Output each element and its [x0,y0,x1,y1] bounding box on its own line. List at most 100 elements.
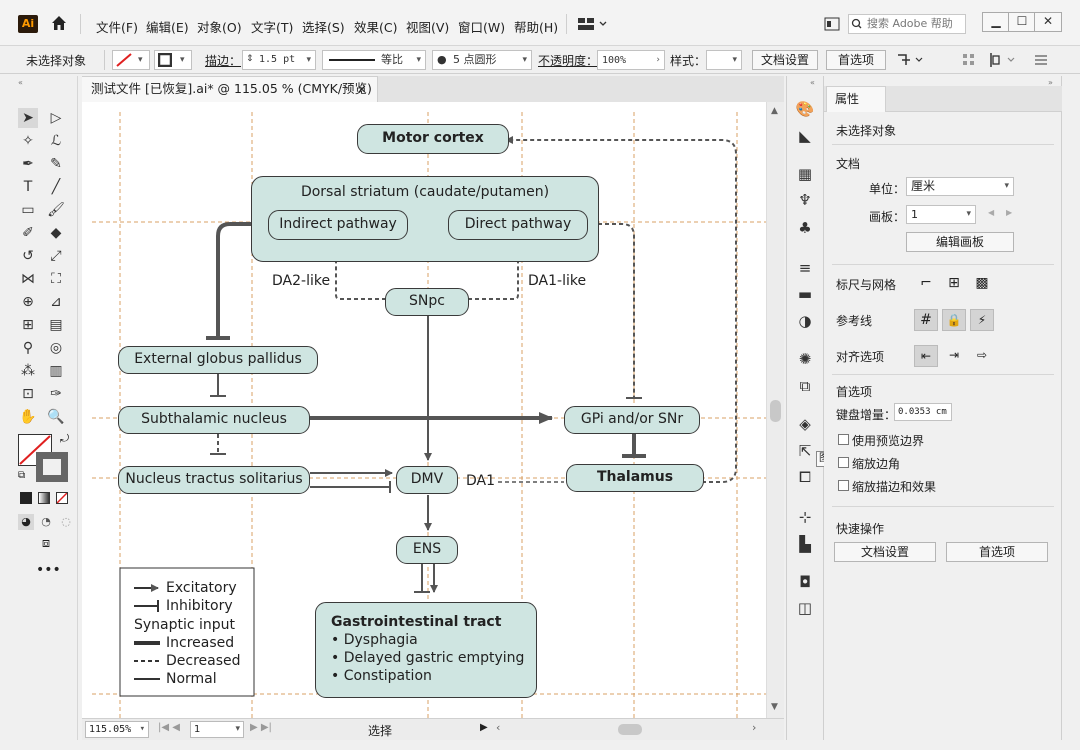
screen-mode-icon[interactable]: ⧈ [41,536,51,551]
appearance-panel-icon[interactable]: ✺ [798,350,812,368]
expand-panel-icon[interactable]: » [1048,78,1053,87]
brushes-panel-icon[interactable]: ♆ [798,191,812,209]
transparency-grid-icon[interactable]: ▩ [975,275,989,291]
document-tab[interactable]: 测试文件 [已恢复].ai* @ 115.05 % (CMYK/预览) × [82,76,378,102]
dmv-node[interactable]: DMV [396,466,458,494]
collapse-panels-icon[interactable]: « [810,78,815,87]
scroll-up-icon[interactable]: ▲ [771,106,778,116]
artboards-panel-icon[interactable]: ⧠ [798,468,811,486]
links-panel-icon[interactable]: ◫ [797,599,813,617]
direct-selection-tool-icon[interactable]: ▷ [50,110,62,126]
stroke-panel-icon[interactable]: ≡ [798,259,812,277]
pathfinder-panel-icon[interactable]: ◘ [799,573,811,591]
draw-inside-icon[interactable]: ◌ [61,515,71,528]
gpi-snr-node[interactable]: GPi and/or SNr [564,406,700,434]
symbol-sprayer-tool-icon[interactable]: ⁂ [21,363,35,379]
opacity-input[interactable]: 100% › [597,50,665,70]
color-guide-icon[interactable]: ◣ [799,127,811,145]
align-to-selection-icon[interactable]: ⇤ [914,345,938,367]
stroke-label[interactable]: 描边： [205,54,242,68]
next-artboard-icon[interactable]: ▶ [1006,208,1013,217]
previous-artboard-icon[interactable]: ◀ [988,208,995,217]
last-artboard-icon[interactable]: ▶ ▶| [250,722,272,733]
stepper-icon[interactable]: ⇕ [246,54,254,64]
type-tool-icon[interactable]: T [23,179,33,195]
ens-node[interactable]: ENS [396,536,458,564]
thalamus-node[interactable]: Thalamus [566,464,704,492]
snpc-node[interactable]: SNpc [385,288,469,316]
rectangle-tool-icon[interactable]: ▭ [21,202,35,218]
stroke-color-picker[interactable]: ▾ [154,50,192,70]
artboard-tool-icon[interactable]: ⊡ [22,386,34,402]
scale-tool-icon[interactable]: ⤢ [50,248,62,264]
align-options-icon[interactable] [988,52,1018,68]
lock-guides-icon[interactable]: 🔒 [942,309,966,331]
menu-window[interactable]: 窗口(W) [458,20,506,35]
puppet-warp-icon[interactable] [896,51,926,69]
eraser-tool-icon[interactable]: ◆ [50,225,62,241]
curvature-tool-icon[interactable]: ✎ [50,156,62,172]
line-tool-icon[interactable]: ╱ [51,179,61,195]
menu-select[interactable]: 选择(S) [302,20,345,35]
align-to-key-object-icon[interactable]: ⇥ [948,348,960,362]
subthalamic-nucleus-node[interactable]: Subthalamic nucleus [118,406,310,434]
search-input[interactable]: 搜索 Adobe 帮助 [848,14,966,34]
gastrointestinal-tract-node[interactable]: Gastrointestinal tract • Dysphagia • Del… [315,602,537,698]
edit-toolbar-icon[interactable]: ••• [36,562,61,578]
scale-corners-checkbox[interactable] [838,457,849,468]
indirect-pathway-node[interactable]: Indirect pathway [268,210,408,240]
brush-definition[interactable]: ● 5 点圆形 ▾ [432,50,532,70]
document-setup-button[interactable]: 文档设置 [752,50,818,70]
external-globus-pallidus-node[interactable]: External globus pallidus [118,346,318,374]
shaper-tool-icon[interactable]: ✐ [22,225,34,241]
artboard-select[interactable]: 1 ▾ [906,205,976,224]
hand-tool-icon[interactable]: ✋ [19,409,37,425]
layers-panel-icon[interactable]: ◈ [799,415,811,433]
free-transform-tool-icon[interactable]: ⛶ [51,271,61,287]
menu-file[interactable]: 文件(F) [96,20,138,35]
menu-effect[interactable]: 效果(C) [354,20,398,35]
rotate-tool-icon[interactable]: ↺ [22,248,34,264]
close-tab-icon[interactable]: × [356,81,367,96]
zoom-tool-icon[interactable]: 🔍 [47,409,65,425]
color-mode-icon[interactable] [20,492,32,504]
graphic-styles-icon[interactable]: ⧉ [799,377,811,395]
gradient-mode-icon[interactable] [38,492,50,504]
menu-edit[interactable]: 编辑(E) [146,20,189,35]
width-tool-icon[interactable]: ⋈ [21,271,35,287]
lasso-tool-icon[interactable]: ℒ [50,133,62,149]
show-guides-icon[interactable]: # [914,309,938,331]
menu-object[interactable]: 对象(O) [197,20,242,35]
keyboard-increment-input[interactable]: 0.0353 cm [894,403,952,421]
grid-select-icon[interactable] [962,53,976,67]
scroll-down-icon[interactable]: ▼ [771,702,778,712]
vertical-scroll-thumb[interactable] [770,400,781,422]
menu-view[interactable]: 视图(V) [406,20,450,35]
graphic-style-picker[interactable]: ▾ [706,50,742,70]
panel-menu-icon[interactable] [1034,53,1048,67]
swatches-panel-icon[interactable]: ▦ [797,165,813,183]
transform-panel-icon[interactable]: ⊹ [798,508,812,526]
use-preview-bounds-checkbox[interactable] [838,434,849,445]
quick-preferences-button[interactable]: 首选项 [946,542,1048,562]
scale-strokes-checkbox[interactable] [838,480,849,491]
close-window-button[interactable]: ✕ [1034,12,1062,32]
edit-artboards-button[interactable]: 编辑画板 [906,232,1014,252]
grid-icon[interactable]: ⊞ [948,275,960,291]
artboard-navigator-input[interactable]: 1 ▾ [190,721,244,738]
motor-cortex-node[interactable]: Motor cortex [357,124,509,154]
home-icon[interactable] [50,14,68,32]
nucleus-tractus-solitarius-node[interactable]: Nucleus tractus solitarius [118,466,310,494]
none-mode-icon[interactable] [56,492,68,504]
selection-tool-icon[interactable]: ➤ [18,108,38,128]
shape-builder-tool-icon[interactable]: ⊕ [22,294,34,310]
symbols-panel-icon[interactable]: ♣ [798,219,812,237]
blend-tool-icon[interactable]: ◎ [49,340,63,356]
stroke-swatch[interactable] [36,452,68,482]
draw-normal-icon[interactable]: ◕ [18,514,34,530]
gradient-tool-icon[interactable]: ▤ [49,317,63,333]
workspace-switcher-icon[interactable] [578,17,608,31]
perspective-grid-tool-icon[interactable]: ⊿ [50,294,62,310]
zoom-level-input[interactable]: 115.05% ▾ [85,721,149,738]
color-panel-icon[interactable]: 🎨 [795,100,815,118]
